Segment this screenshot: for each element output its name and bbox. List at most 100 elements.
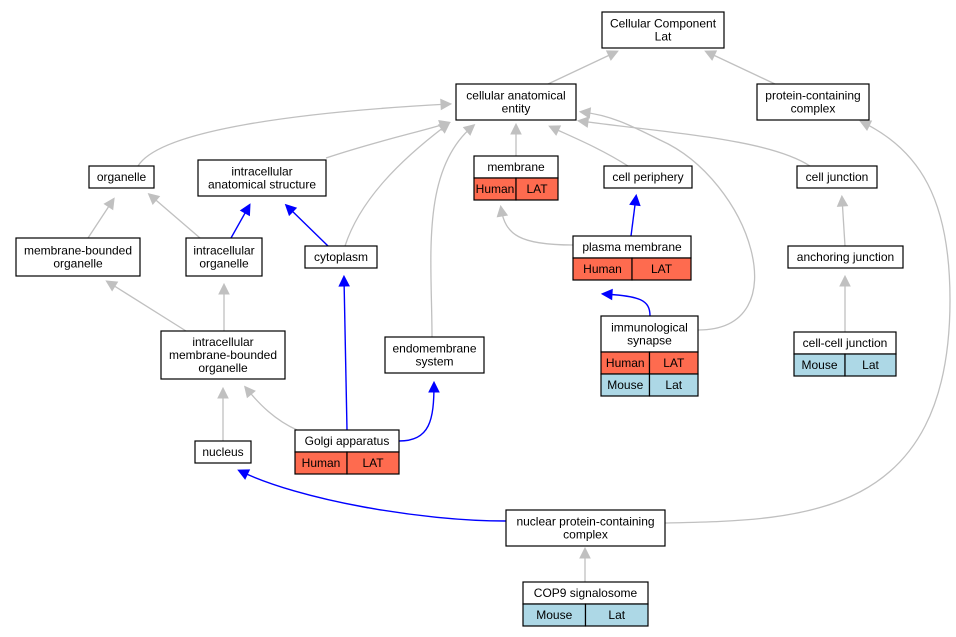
edge-cellular-anatomical-entity-to-cellular-component bbox=[547, 50, 619, 85]
arrowhead-icon bbox=[239, 203, 251, 217]
node-label: organelle bbox=[97, 170, 147, 184]
node-label: intracellular bbox=[231, 165, 292, 179]
gene-cell bbox=[631, 257, 692, 281]
node-box bbox=[185, 237, 263, 277]
edge-intracellular-anatomical-structure-to-cellular-anatomical-entity bbox=[325, 120, 451, 159]
node-nucleus[interactable]: nucleus bbox=[194, 440, 252, 464]
node-label: system bbox=[415, 355, 453, 369]
arrowhead-icon bbox=[548, 125, 562, 136]
node-cytoplasm[interactable]: cytoplasm bbox=[304, 245, 378, 269]
node-label: organelle bbox=[199, 257, 249, 271]
edge-cell-junction-to-cellular-anatomical-entity bbox=[576, 116, 811, 167]
edge-intracellular-membrane-bounded-organelle-to-intracellular-organelle bbox=[218, 282, 230, 331]
arrowhead-icon bbox=[284, 203, 298, 217]
arrowhead-icon bbox=[462, 123, 476, 136]
edge-anchoring-junction-to-cell-junction bbox=[836, 194, 849, 247]
species-label: Mouse bbox=[607, 378, 643, 392]
arrowhead-icon bbox=[839, 274, 851, 287]
arrowhead-icon bbox=[859, 120, 873, 131]
node-box bbox=[160, 330, 286, 380]
edge-intracellular-membrane-bounded-organelle-to-membrane-bounded-organelle bbox=[105, 280, 187, 332]
species-label: Human bbox=[476, 182, 515, 196]
gene-label: LAT bbox=[526, 182, 548, 196]
gene-label: LAT bbox=[651, 262, 673, 276]
arrowhead-icon bbox=[605, 50, 619, 61]
node-label: nucleus bbox=[202, 445, 243, 459]
node-box bbox=[194, 440, 252, 464]
arrowhead-icon bbox=[496, 204, 509, 218]
edge-plasma-membrane-to-membrane bbox=[496, 204, 574, 246]
species-label: Mouse bbox=[536, 608, 572, 622]
node-label: organelle bbox=[53, 257, 103, 271]
node-box bbox=[197, 159, 327, 197]
arrowhead-icon bbox=[836, 194, 849, 207]
edge-protein-containing-complex-to-cellular-component bbox=[704, 50, 776, 85]
node-label: cell periphery bbox=[612, 170, 683, 184]
arrowhead-icon bbox=[440, 98, 453, 111]
node-organelle[interactable]: organelle bbox=[88, 165, 155, 189]
arrowhead-icon bbox=[244, 385, 256, 399]
node-label: complex bbox=[563, 528, 608, 542]
species-label: Human bbox=[606, 356, 645, 370]
edge-cell-periphery-to-cellular-anatomical-entity bbox=[548, 125, 629, 167]
node-label: intracellular bbox=[193, 244, 254, 258]
edge-golgi-apparatus-to-intracellular-membrane-bounded-organelle bbox=[244, 385, 298, 431]
edge-cop9-signalosome-to-nuclear-protein-containing-complex bbox=[579, 546, 591, 582]
edge-endomembrane-system-to-cellular-anatomical-entity bbox=[430, 123, 476, 338]
node-label: plasma membrane bbox=[582, 240, 682, 254]
node-box bbox=[600, 315, 699, 353]
node-label: cellular anatomical bbox=[466, 89, 565, 103]
edge-intracellular-organelle-to-organelle bbox=[147, 192, 201, 239]
node-label: organelle bbox=[198, 361, 248, 375]
node-label: membrane-bounded bbox=[169, 348, 277, 362]
node-anchoring-junction[interactable]: anchoring junction bbox=[787, 245, 904, 269]
edge-cell-cell-junction-to-anchoring-junction bbox=[839, 274, 851, 332]
node-label: anchoring junction bbox=[797, 250, 894, 264]
node-label: nuclear protein-containing bbox=[516, 515, 654, 529]
node-label: membrane bbox=[487, 160, 545, 174]
arrowhead-icon bbox=[578, 107, 592, 119]
gene-cell bbox=[648, 373, 699, 397]
edge-nucleus-to-intracellular-membrane-bounded-organelle bbox=[217, 386, 229, 441]
node-box bbox=[384, 336, 485, 374]
arrowhead-icon bbox=[103, 197, 115, 211]
species-label: Mouse bbox=[801, 358, 837, 372]
arrowhead-icon bbox=[217, 386, 229, 399]
edge-golgi-apparatus-to-endomembrane-system bbox=[398, 380, 440, 442]
node-cell-junction[interactable]: cell junction bbox=[796, 165, 878, 189]
arrowhead-icon bbox=[218, 282, 230, 295]
edge-nuclear-protein-containing-complex-to-nucleus bbox=[237, 469, 507, 522]
node-box bbox=[505, 509, 666, 547]
node-label: cell-cell junction bbox=[803, 336, 888, 350]
gene-label: Lat bbox=[862, 358, 879, 372]
arrowhead-icon bbox=[576, 116, 590, 128]
node-box bbox=[603, 165, 693, 189]
node-cell-periphery[interactable]: cell periphery bbox=[603, 165, 693, 189]
edge-immunological-synapse-to-plasma-membrane bbox=[600, 288, 651, 317]
node-box bbox=[796, 165, 878, 189]
arrowhead-icon bbox=[237, 469, 251, 480]
node-label: Lat bbox=[655, 30, 672, 44]
node-box bbox=[304, 245, 378, 269]
gene-cell bbox=[844, 353, 897, 377]
arrowhead-icon bbox=[579, 546, 591, 559]
node-label: complex bbox=[791, 102, 836, 116]
